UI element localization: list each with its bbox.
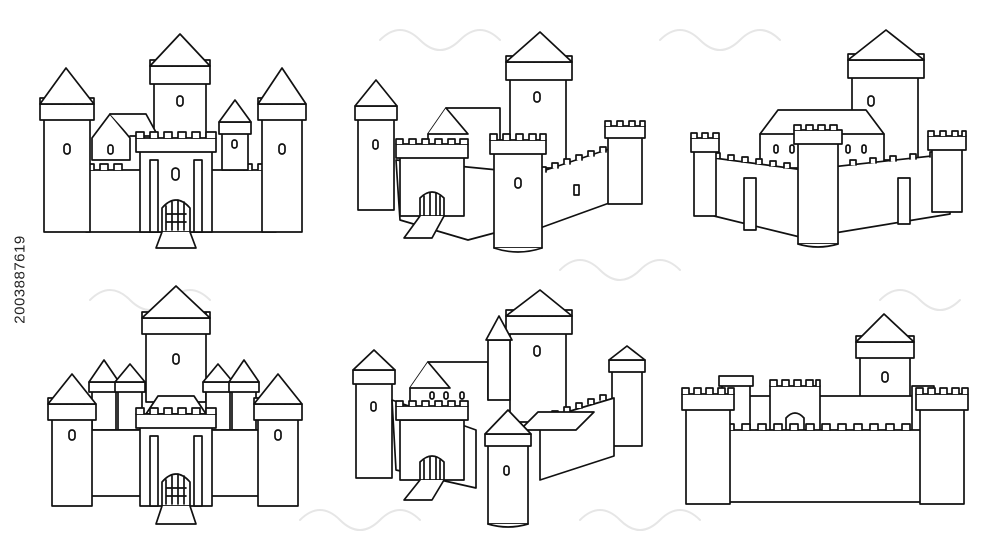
stock-id-label: 2003887619 — [0, 0, 40, 558]
castle-front-five-towers — [39, 33, 307, 249]
castle-front-nine-towers — [47, 285, 303, 525]
castle-hall-keep-walls — [690, 29, 967, 248]
castle-isometric-courtyard — [352, 289, 646, 528]
watermark-pattern — [89, 29, 961, 531]
stock-id-text: 2003887619 — [11, 234, 29, 324]
castle-isometric-keep-gatehouse — [354, 31, 646, 253]
castle-long-curtain-wall — [681, 313, 969, 505]
